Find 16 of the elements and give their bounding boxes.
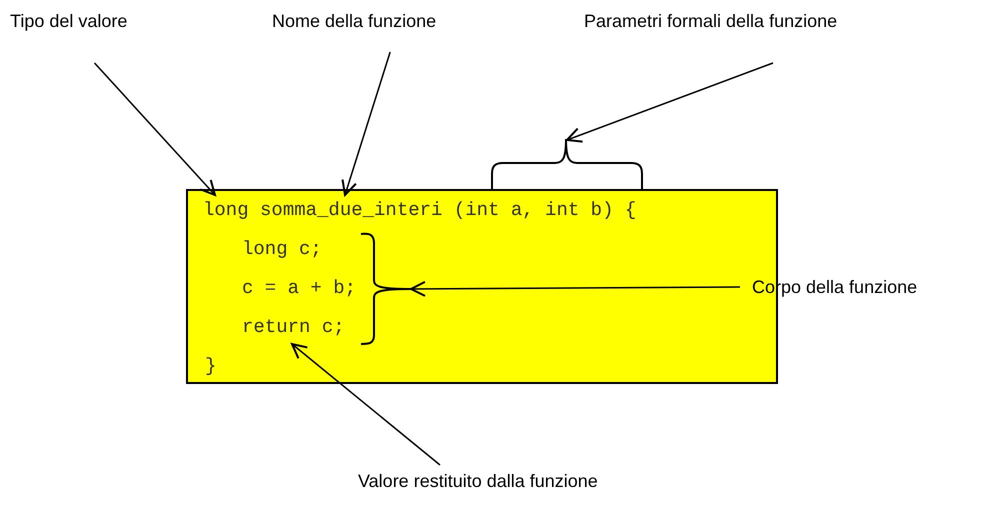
code-line: long c; bbox=[242, 237, 322, 261]
leader-line bbox=[342, 52, 391, 196]
code-line: c = a + b; bbox=[242, 276, 356, 300]
code-line: } bbox=[205, 354, 216, 378]
leader-line bbox=[566, 62, 774, 143]
leader-line bbox=[410, 280, 740, 297]
annotation-label: Valore restituito dalla funzione bbox=[358, 470, 598, 492]
curly-brace bbox=[361, 233, 411, 345]
annotation-label: Parametri formali della funzione bbox=[584, 10, 838, 32]
curly-brace bbox=[491, 138, 643, 189]
annotation-label: Tipo del valore bbox=[10, 10, 128, 32]
leader-line bbox=[291, 343, 440, 466]
annotation-label: Nome della funzione bbox=[272, 10, 436, 32]
code-line: return c; bbox=[242, 315, 345, 339]
code-line: long somma_due_interi (int a, int b) { bbox=[203, 198, 636, 222]
leader-line bbox=[94, 62, 216, 196]
